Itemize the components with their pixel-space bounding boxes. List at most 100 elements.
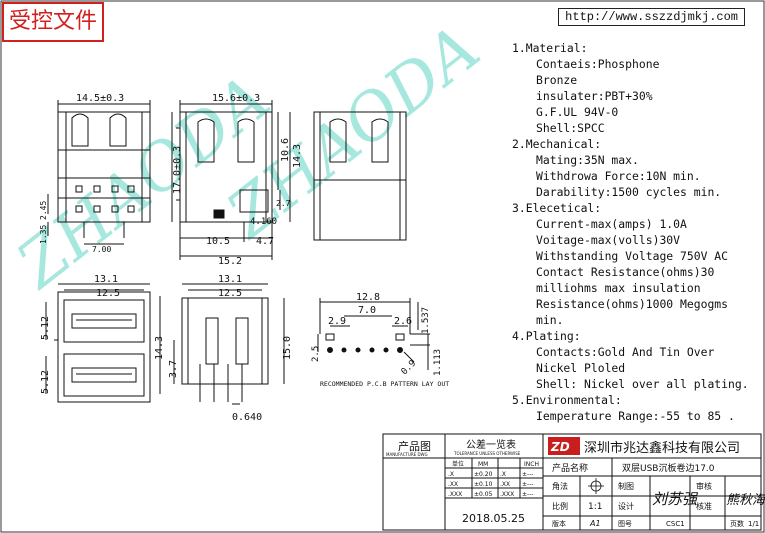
- scale-label: 比例: [552, 501, 568, 511]
- spec-line: 2.Mechanical:: [512, 137, 602, 151]
- tolerance-cell: .X: [448, 471, 454, 478]
- drawing-date: 2018.05.25: [462, 512, 525, 525]
- tolerance-title: 公差一览表: [466, 438, 516, 451]
- scale-value: 1:1: [588, 502, 602, 512]
- spec-line: Withdrowa Force:10N min.: [536, 169, 701, 183]
- product-name: 双层USB沉板卷边17.0: [622, 462, 715, 474]
- design-label: 设计: [618, 501, 634, 511]
- signature-drawer: 刘苏强: [652, 490, 699, 508]
- website-url[interactable]: http://www.sszzdjmkj.com: [558, 8, 745, 26]
- dim-2-5: 2.5: [311, 346, 321, 362]
- dim-0-640: 0.640: [232, 412, 262, 423]
- num-label: 图号: [618, 520, 632, 528]
- dim-1-113: 1.113: [433, 349, 443, 376]
- tolerance-cell: ±---: [522, 471, 534, 478]
- page-value: 1/1: [748, 520, 759, 528]
- rev-label: 版本: [552, 519, 566, 528]
- num-value: CSC1: [666, 520, 685, 528]
- spec-line: Nickel Ploled: [536, 361, 626, 375]
- dim-5-12-bottom: 5.12: [40, 370, 51, 394]
- tolerance-cell: .XXX: [448, 491, 462, 498]
- dim-14-5: 14.5±0.3: [76, 93, 124, 104]
- company-name: 深圳市兆达鑫科技有限公司: [584, 440, 740, 456]
- dim-15-2: 15.2: [218, 256, 242, 267]
- dim-3-7: 3.7: [168, 360, 179, 378]
- projection-symbol-icon: [588, 478, 604, 494]
- dim-5-12-top: 5.12: [40, 316, 51, 340]
- rev-value: A1: [589, 519, 601, 528]
- side-view: [47, 100, 151, 245]
- spec-line: Shell: Nickel over all plating.: [536, 377, 749, 391]
- tolerance-table: .X ±0.20 .X ±--- .XX ±0.10 .XX ±--- .XXX ±0.05 .XX…: [448, 471, 534, 498]
- dim-0-9: 0.9: [400, 359, 419, 378]
- dim-12-5-left: 12.5: [96, 288, 120, 299]
- title-block: [382, 433, 762, 531]
- tolerance-cell: ±0.05: [474, 491, 493, 498]
- dim-10-5: 10.5: [206, 236, 230, 247]
- tolerance-cell: ±---: [522, 491, 534, 498]
- dim-2-9: 2.9: [328, 316, 346, 327]
- back-view: [313, 111, 407, 241]
- spec-line: insulater:PBT+30%: [536, 89, 653, 103]
- unit-label: 单位: [452, 460, 464, 468]
- spec-line: milliohms max insulation: [536, 281, 701, 295]
- dim-7-0: 7.0: [358, 305, 376, 316]
- spec-line: Resistance(ohms)1000 Megogms: [536, 297, 729, 311]
- dual-port-front-view: [45, 283, 161, 403]
- svg-text:ZD: ZD: [550, 440, 570, 454]
- tolerance-cell: .XX: [448, 481, 458, 488]
- spec-line: Contaeis:Phosphone: [536, 57, 660, 71]
- tolerance-cell: .X: [500, 471, 506, 478]
- controlled-document-stamp: 受控文件: [2, 2, 104, 42]
- spec-line: Withstanding Voltage 750V AC: [536, 249, 729, 263]
- page-label: 页数: [730, 519, 744, 528]
- dim-12-8: 12.8: [356, 292, 380, 303]
- spec-line: Iemperature Range:-55 to 85 .: [536, 409, 735, 423]
- tolerance-en: TOLERANCE UNLESS OTHERWISE: [453, 451, 521, 456]
- spec-line: min.: [536, 313, 564, 327]
- dim-1-35: 1.35: [39, 225, 48, 244]
- spec-line: 3.Elecetical:: [512, 201, 602, 215]
- tolerance-cell: ±0.20: [474, 471, 493, 478]
- dim-2-45: 2.45: [39, 201, 48, 220]
- dim-13-1-mid: 13.1: [218, 274, 242, 285]
- inch-label: INCH: [524, 461, 539, 468]
- product-drawing-en: MANUFACTURE DWG: [386, 452, 428, 457]
- tolerance-cell: .XXX: [500, 491, 514, 498]
- drawing-label: 制图: [618, 481, 634, 491]
- spec-line: Contacts:Gold And Tin Over: [536, 345, 715, 359]
- spec-line: 5.Environmental:: [512, 393, 622, 407]
- dim-15-6: 15.6±0.3: [212, 93, 260, 104]
- spec-line: Mating:35N max.: [536, 153, 639, 167]
- dim-2-7: 2.7: [276, 199, 291, 208]
- approve-label: 核准: [696, 501, 712, 511]
- dim-15-0: 15.0: [282, 336, 293, 360]
- dim-10-6: 10.6: [280, 138, 291, 162]
- dual-port-side-view: [173, 283, 285, 405]
- dim-2-6: 2.6: [394, 316, 412, 327]
- tolerance-cell: .XX: [500, 481, 510, 488]
- dim-1-537: 1.537: [421, 307, 431, 334]
- spec-line: Bronze: [536, 73, 578, 87]
- spec-line: 4.Plating:: [512, 329, 581, 343]
- spec-line: 1.Material:: [512, 41, 588, 55]
- watermark: ZHAODA ZHAODA: [3, 12, 494, 304]
- tolerance-cell: ±0.10: [474, 481, 493, 488]
- product-name-label: 产品名称: [552, 462, 588, 474]
- dim-7-00: 7.00: [92, 245, 111, 254]
- dim-4-7: 4.7: [256, 236, 274, 247]
- dim-14-3: 14.3: [292, 144, 303, 168]
- dim-17-0: 17.0±0.3: [172, 146, 183, 194]
- signature-checker: 熊秋海: [726, 492, 765, 508]
- pcb-caption: RECOMMENDED P.C.B PATTERN LAY OUT: [320, 380, 449, 388]
- mm-label: MM: [478, 461, 488, 468]
- spec-line: Shell:SPCC: [536, 121, 605, 135]
- view-label: 角法: [552, 481, 568, 491]
- dim-12-5-mid: 12.5: [218, 288, 242, 299]
- product-drawing-label: 产品图: [398, 439, 431, 453]
- dim-4-160: 4.160: [250, 217, 277, 227]
- spec-line: Contact Resistance(ohms)30: [536, 265, 715, 279]
